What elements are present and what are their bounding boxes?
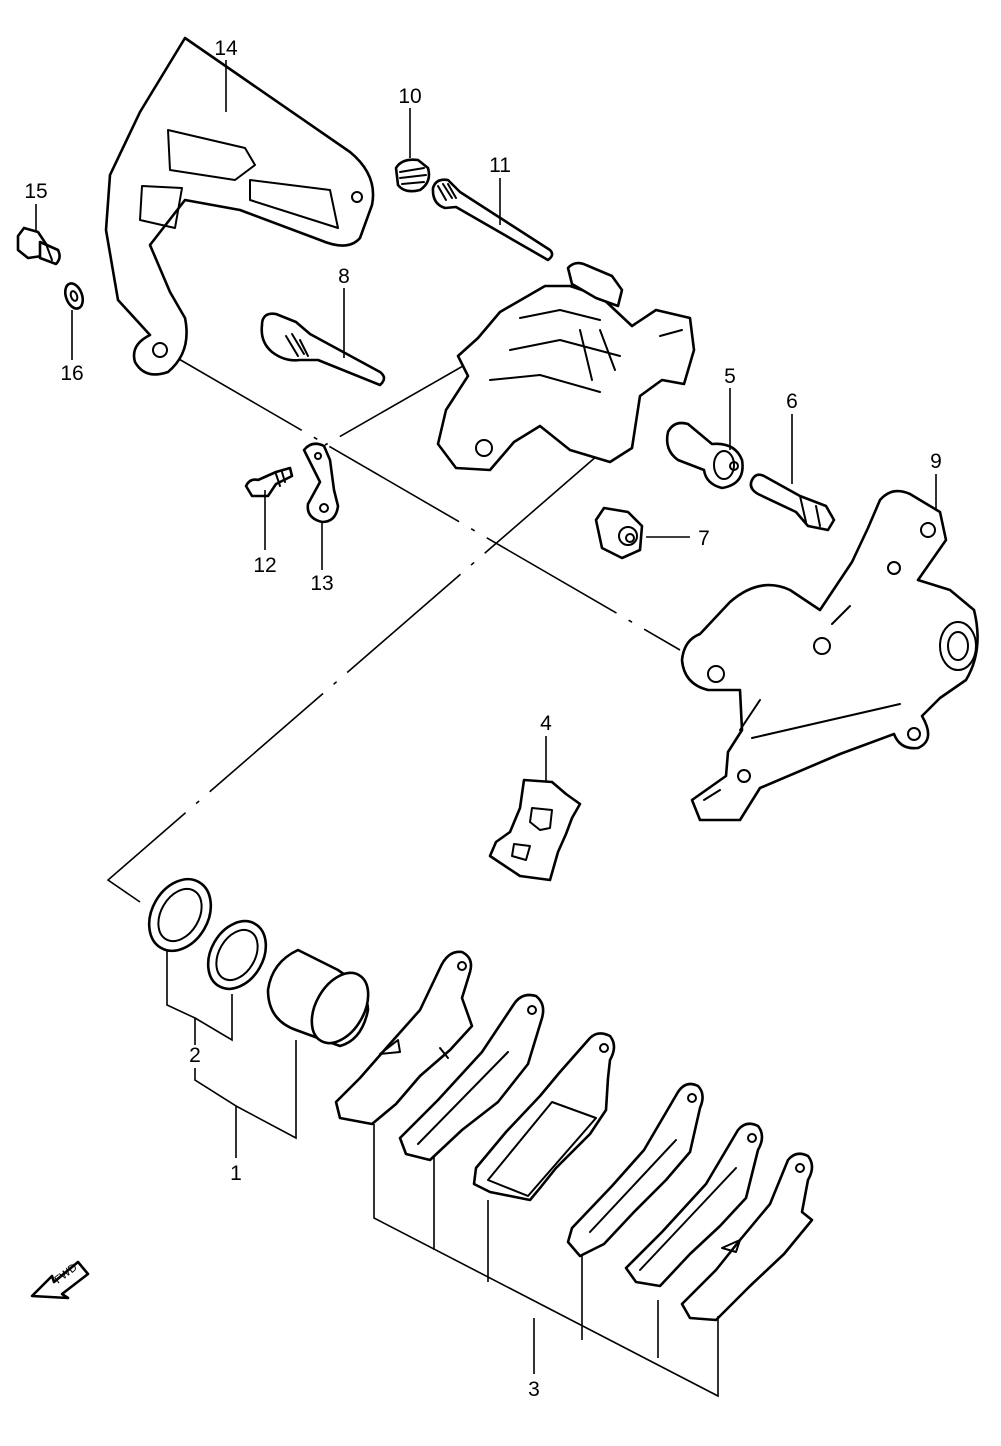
callout-2: 2 xyxy=(189,1044,201,1067)
fwd-arrow-icon: FWD xyxy=(30,1260,90,1300)
part-7-nut xyxy=(594,506,644,560)
part-4-pad-spring xyxy=(488,778,582,882)
leader-lines xyxy=(35,60,937,1398)
caliper-body xyxy=(436,261,696,472)
callout-13: 13 xyxy=(310,572,333,595)
part-5-bushing xyxy=(665,421,744,490)
callout-15: 15 xyxy=(24,180,47,203)
callout-11: 11 xyxy=(489,154,511,177)
callout-14: 14 xyxy=(214,37,238,60)
callout-7: 7 xyxy=(698,527,710,550)
callout-8: 8 xyxy=(338,265,350,288)
part-13-clip xyxy=(302,442,340,524)
part-14-caliper-guard xyxy=(104,36,375,376)
callout-10: 10 xyxy=(398,85,421,108)
piston xyxy=(266,948,370,1048)
callout-4: 4 xyxy=(540,712,552,735)
callout-16: 16 xyxy=(60,362,83,385)
part-9-caliper-bracket xyxy=(680,489,979,822)
part-2-seals xyxy=(147,877,268,991)
callout-12: 12 xyxy=(253,554,276,577)
part-12-bleeder xyxy=(244,466,294,498)
part-6-bolt xyxy=(749,473,836,532)
part-8-slide-pin xyxy=(260,312,386,387)
part-15-bolt xyxy=(16,226,61,266)
callout-6: 6 xyxy=(786,390,798,413)
callout-3: 3 xyxy=(528,1378,540,1401)
part-3-pad-set xyxy=(334,950,814,1322)
callout-numbers: 14 10 11 15 8 16 5 6 9 7 12 13 4 2 1 3 xyxy=(24,37,942,1401)
part-10-pin-plug xyxy=(394,158,431,193)
callout-1: 1 xyxy=(230,1162,242,1185)
callout-9: 9 xyxy=(930,450,942,473)
alignment-centerlines xyxy=(106,354,681,903)
part-16-washer xyxy=(63,282,85,310)
callout-5: 5 xyxy=(724,365,736,388)
part-11-pad-pin xyxy=(431,178,554,262)
